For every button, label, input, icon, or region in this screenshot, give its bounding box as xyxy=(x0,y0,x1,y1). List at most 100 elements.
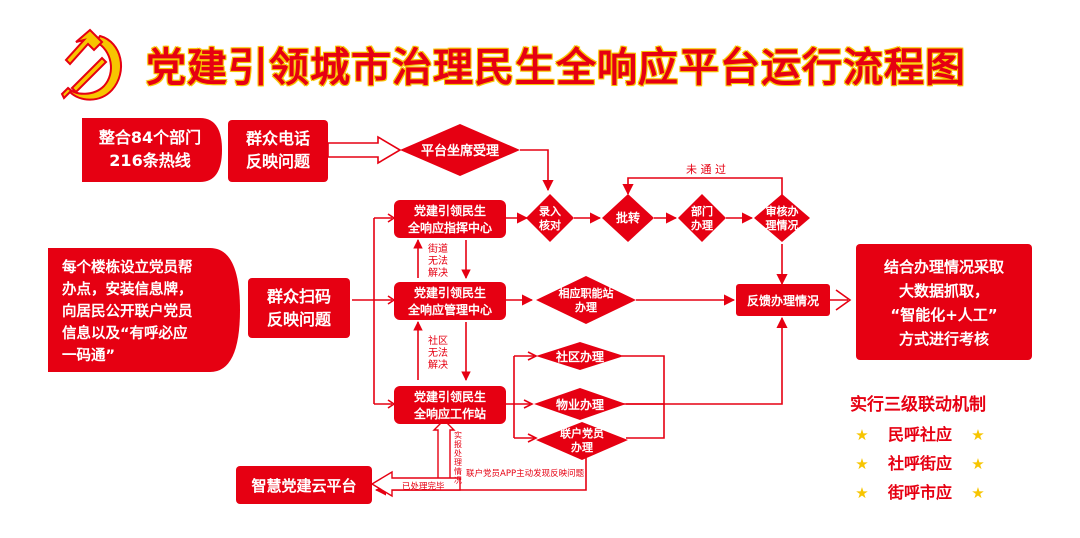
community-label: 社区办理 xyxy=(555,349,604,364)
building-line2: 办点，安装信息牌， xyxy=(62,280,193,298)
func-line1: 相应职能站 xyxy=(559,286,614,300)
property-handle-node: 物业办理 xyxy=(534,388,626,420)
transfer-node: 批转 xyxy=(602,194,654,242)
page-title: 党建引领城市治理民生全响应平台运行流程图 xyxy=(146,45,966,91)
functional-station-node: 相应职能站 办理 xyxy=(536,276,636,324)
command-center-node: 党建引领民生 全响应指挥中心 xyxy=(394,200,506,238)
app-report-label: 联户党员APP主动发现反映问题 xyxy=(466,468,585,479)
assess-line1: 结合办理情况采取 xyxy=(884,258,1005,276)
phone-line1: 群众电话 xyxy=(246,129,310,148)
building-line4: 信息以及“有呼必应 xyxy=(62,324,188,342)
func-line2: 办理 xyxy=(575,300,597,314)
work-line1: 党建引领民生 xyxy=(414,389,486,404)
arrow-to-cloud-big xyxy=(370,470,461,498)
cloud-platform-node: 智慧党建云平台 xyxy=(236,466,372,504)
record-line1: 录入 xyxy=(539,205,561,218)
report-c2: 报 xyxy=(454,439,462,449)
phone-line2: 反映问题 xyxy=(246,152,311,171)
work-line2: 全响应工作站 xyxy=(413,406,486,421)
record-line2: 核对 xyxy=(539,218,561,232)
transfer-label: 批转 xyxy=(616,210,640,225)
phone-report-node: 群众电话 反映问题 xyxy=(228,120,328,182)
street-line1: 街道 xyxy=(428,242,448,255)
building-line1: 每个楼栋设立党员帮 xyxy=(62,258,193,276)
mechanism-item2: 社呼街应 xyxy=(887,454,952,473)
dept-line2: 办理 xyxy=(691,218,713,232)
arrow-phone-to-accept xyxy=(327,135,402,165)
scan-line1: 群众扫码 xyxy=(267,287,331,306)
report-status-label: 实 报 处 理 情 况 xyxy=(454,430,462,485)
assessment-node: 结合办理情况采取 大数据抓取， “智能化+人工” 方式进行考核 xyxy=(856,244,1032,360)
management-center-node: 党建引领民生 全响应管理中心 xyxy=(394,282,506,320)
star-icon: ★ xyxy=(971,484,984,502)
comm-line1: 社区 xyxy=(428,334,448,347)
star-icon: ★ xyxy=(971,455,984,473)
community-unsolved-label: 社区 无法 解决 xyxy=(428,334,448,371)
building-line3: 向居民公开联户党员 xyxy=(62,302,193,320)
accept-node: 平台坐席受理 xyxy=(400,124,520,176)
street-line3: 解决 xyxy=(428,266,448,279)
star-icon: ★ xyxy=(855,484,868,502)
street-unsolved-label: 街道 无法 解决 xyxy=(428,242,448,279)
bracket-scan-to-centers xyxy=(352,217,392,405)
star-icon: ★ xyxy=(855,426,868,444)
report-c1: 实 xyxy=(454,430,462,440)
feedback-node: 反馈办理情况 xyxy=(736,284,830,316)
cloud-label: 智慧党建云平台 xyxy=(251,477,356,495)
mechanism-item1: 民呼社应 xyxy=(888,425,952,444)
report-c5: 情 xyxy=(454,466,462,476)
mgmt-line1: 党建引领民生 xyxy=(414,285,486,300)
arrow-feedback-to-assess xyxy=(830,289,852,311)
not-passed-label: 未 通 过 xyxy=(686,163,726,176)
comm-line3: 解决 xyxy=(428,358,448,371)
star-icon: ★ xyxy=(971,426,984,444)
hotline-line1: 整合84个部门 xyxy=(98,128,201,147)
mgmt-line2: 全响应管理中心 xyxy=(407,302,492,317)
report-c3: 处 xyxy=(454,448,462,458)
building-line5: 一码通” xyxy=(62,347,115,364)
assess-line2: 大数据抓取， xyxy=(899,282,989,300)
report-c4: 理 xyxy=(454,458,462,467)
hammer-sickle-icon xyxy=(60,28,122,101)
assess-line4: 方式进行考核 xyxy=(899,330,989,348)
record-verify-node: 录入 核对 xyxy=(526,194,574,242)
arrow-not-passed xyxy=(622,177,783,196)
feedback-label: 反馈办理情况 xyxy=(747,293,819,308)
review-node: 审核办 理情况 xyxy=(754,194,810,242)
arrow-accept-to-record xyxy=(520,149,554,192)
scan-report-node: 群众扫码 反映问题 xyxy=(248,278,350,338)
work-station-node: 党建引领民生 全响应工作站 xyxy=(394,386,506,424)
mechanism-title: 实行三级联动机制 xyxy=(850,394,986,415)
hotline-node: 整合84个部门 216条热线 xyxy=(82,118,222,182)
arrow-work-to-handlings xyxy=(505,355,534,439)
member-line1: 联户党员 xyxy=(560,426,604,440)
handled-label: 已处理完毕 xyxy=(402,481,445,492)
scan-line2: 反映问题 xyxy=(267,310,332,329)
review-line2: 理情况 xyxy=(766,218,799,232)
mechanism-item3: 街呼市应 xyxy=(887,483,952,502)
hotline-line2: 216条热线 xyxy=(109,151,190,170)
comm-line2: 无法 xyxy=(428,346,448,359)
cmd-line1: 党建引领民生 xyxy=(414,203,486,218)
community-handle-node: 社区办理 xyxy=(536,342,624,370)
assess-line3: “智能化+人工” xyxy=(890,306,997,324)
dept-line1: 部门 xyxy=(691,204,713,218)
connectors xyxy=(327,135,852,498)
member-handle-node: 联户党员 办理 xyxy=(536,422,628,460)
arrow-handlings-back xyxy=(622,355,665,439)
street-line2: 无法 xyxy=(428,254,448,267)
property-label: 物业办理 xyxy=(556,397,604,412)
building-info-node: 每个楼栋设立党员帮 办点，安装信息牌， 向居民公开联户党员 信息以及“有呼必应 … xyxy=(48,248,240,372)
accept-label: 平台坐席受理 xyxy=(421,143,499,159)
cmd-line2: 全响应指挥中心 xyxy=(407,220,492,235)
arrow-report-up xyxy=(432,419,456,485)
department-handle-node: 部门 办理 xyxy=(678,194,726,242)
member-line2: 办理 xyxy=(571,440,593,454)
star-icon: ★ xyxy=(855,455,868,473)
mechanism-block: 实行三级联动机制 ★ 民呼社应 ★ ★ 社呼街应 ★ ★ 街呼市应 ★ xyxy=(850,394,986,502)
review-line1: 审核办 xyxy=(766,204,799,218)
report-c6: 况 xyxy=(454,476,462,485)
arrow-loop-to-feedback xyxy=(595,318,782,405)
